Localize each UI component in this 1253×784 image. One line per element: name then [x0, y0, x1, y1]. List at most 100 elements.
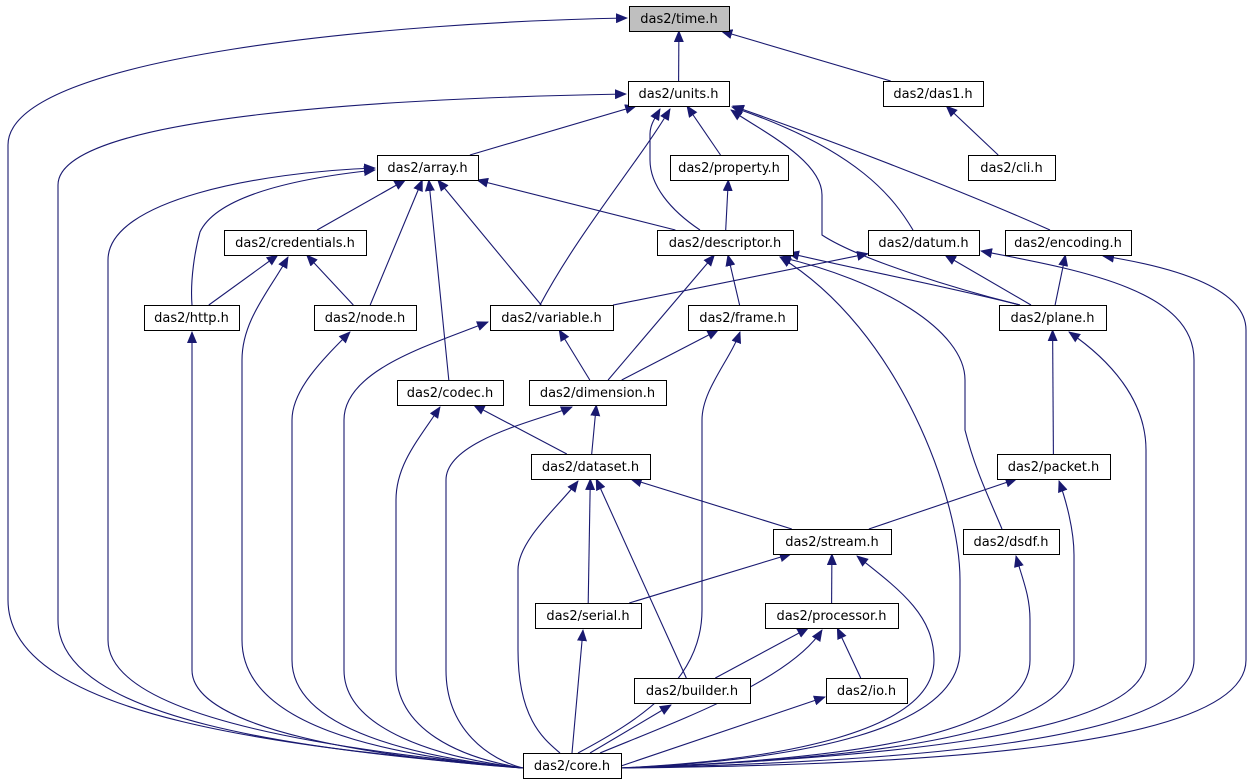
edge-serial-to-dataset — [585, 478, 596, 604]
edge-serial-to-stream — [629, 552, 792, 604]
node-label: das2/datum.h — [878, 236, 968, 251]
node-label: das2/units.h — [639, 87, 719, 102]
node-property[interactable]: das2/property.h — [670, 155, 789, 181]
node-label: das2/credentials.h — [235, 236, 355, 251]
dependency-edges — [7, 13, 1247, 769]
node-box — [688, 305, 798, 331]
node-box — [531, 454, 651, 480]
edge-dimension-to-descriptor — [607, 254, 716, 381]
node-label: das2/builder.h — [646, 684, 738, 699]
edge-core-to-stream — [620, 555, 935, 769]
node-label: das2/cli.h — [980, 161, 1042, 176]
edge-dimension-to-frame — [621, 329, 720, 381]
edge-frame-to-descriptor — [725, 254, 741, 306]
edge-cli-to-das1 — [945, 105, 999, 156]
node-http[interactable]: das2/http.h — [144, 305, 240, 331]
node-label: das2/core.h — [534, 759, 610, 774]
node-label: das2/array.h — [387, 161, 467, 176]
node-array[interactable]: das2/array.h — [377, 155, 479, 181]
node-box — [826, 678, 908, 704]
node-io[interactable]: das2/io.h — [826, 678, 908, 704]
node-label: das2/packet.h — [1008, 460, 1100, 475]
edge-packet-to-plane — [1047, 329, 1058, 455]
edge-core-to-array — [107, 163, 524, 769]
node-datum[interactable]: das2/datum.h — [868, 230, 980, 256]
edge-core-to-builder — [589, 704, 672, 754]
node-codec[interactable]: das2/codec.h — [397, 380, 504, 406]
node-frame[interactable]: das2/frame.h — [688, 305, 798, 331]
edge-core-to-credentials — [241, 256, 524, 769]
node-box — [765, 603, 899, 629]
node-box — [628, 81, 730, 107]
edge-array-to-units — [469, 104, 638, 156]
edge-core-to-packet — [620, 480, 1075, 769]
node-box — [629, 6, 730, 32]
node-time: das2/time.h — [629, 6, 730, 32]
edge-stream-to-dataset — [629, 477, 792, 530]
edge-datum-to-units — [731, 105, 914, 231]
edge-variable-to-array — [437, 179, 542, 306]
edge-http-to-credentials — [208, 254, 279, 306]
node-label: das2/das1.h — [893, 87, 972, 102]
node-packet[interactable]: das2/packet.h — [997, 454, 1111, 480]
node-box — [963, 529, 1060, 555]
node-dimension[interactable]: das2/dimension.h — [529, 380, 667, 406]
node-box — [397, 380, 504, 406]
node-label: das2/node.h — [325, 311, 405, 326]
node-label: das2/dimension.h — [540, 386, 655, 401]
edge-core-to-variable — [343, 321, 524, 769]
node-label: das2/http.h — [154, 311, 229, 326]
node-box — [773, 529, 892, 555]
node-descriptor[interactable]: das2/descriptor.h — [657, 230, 794, 256]
node-label: das2/dsdf.h — [974, 535, 1049, 550]
edge-property-to-units — [686, 105, 721, 156]
node-label: das2/dataset.h — [542, 460, 639, 475]
node-box — [968, 155, 1056, 181]
node-box — [657, 230, 794, 256]
edge-core-to-node — [291, 331, 524, 769]
node-box — [868, 230, 980, 256]
node-stream[interactable]: das2/stream.h — [773, 529, 892, 555]
node-serial[interactable]: das2/serial.h — [535, 603, 642, 629]
edge-dataset-to-codec — [472, 404, 568, 455]
node-encoding[interactable]: das2/encoding.h — [1005, 230, 1132, 256]
node-plane[interactable]: das2/plane.h — [999, 305, 1107, 331]
node-label: das2/codec.h — [407, 386, 494, 401]
node-label: das2/serial.h — [546, 609, 629, 624]
node-dsdf[interactable]: das2/dsdf.h — [963, 529, 1060, 555]
edge-stream-to-packet — [868, 477, 1018, 530]
edge-core-to-http — [187, 331, 524, 769]
node-credentials[interactable]: das2/credentials.h — [224, 230, 367, 256]
node-box — [523, 753, 622, 779]
node-box — [529, 380, 667, 406]
edge-credentials-to-array — [316, 179, 407, 231]
node-label: das2/stream.h — [785, 535, 879, 550]
node-label: das2/io.h — [837, 684, 896, 699]
node-cli[interactable]: das2/cli.h — [968, 155, 1056, 181]
node-label: das2/frame.h — [699, 311, 786, 326]
edge-core-to-dimension — [445, 406, 573, 769]
edge-core-to-io — [620, 695, 826, 767]
edge-plane-to-descriptor — [787, 250, 1021, 306]
node-dataset[interactable]: das2/dataset.h — [531, 454, 651, 480]
node-box — [1005, 230, 1132, 256]
node-core[interactable]: das2/core.h — [523, 753, 622, 779]
node-builder[interactable]: das2/builder.h — [634, 678, 751, 704]
edge-variable-to-datum — [612, 250, 869, 306]
edge-core-to-plane — [620, 331, 1147, 769]
edge-node-to-array — [369, 179, 423, 306]
node-units[interactable]: das2/units.h — [628, 81, 730, 107]
node-box — [144, 305, 240, 331]
edge-codec-to-array — [424, 179, 450, 381]
edge-dsdf-to-descriptor — [779, 254, 1003, 530]
node-das1[interactable]: das2/das1.h — [883, 81, 984, 107]
node-processor[interactable]: das2/processor.h — [765, 603, 899, 629]
edge-plane-to-datum — [944, 254, 1032, 306]
edge-variable-to-units — [539, 108, 671, 306]
node-node[interactable]: das2/node.h — [314, 305, 417, 331]
node-box — [634, 678, 751, 704]
node-label: das2/plane.h — [1010, 311, 1094, 326]
node-variable[interactable]: das2/variable.h — [490, 305, 614, 331]
node-box — [377, 155, 479, 181]
edge-das1-to-time — [720, 29, 891, 82]
